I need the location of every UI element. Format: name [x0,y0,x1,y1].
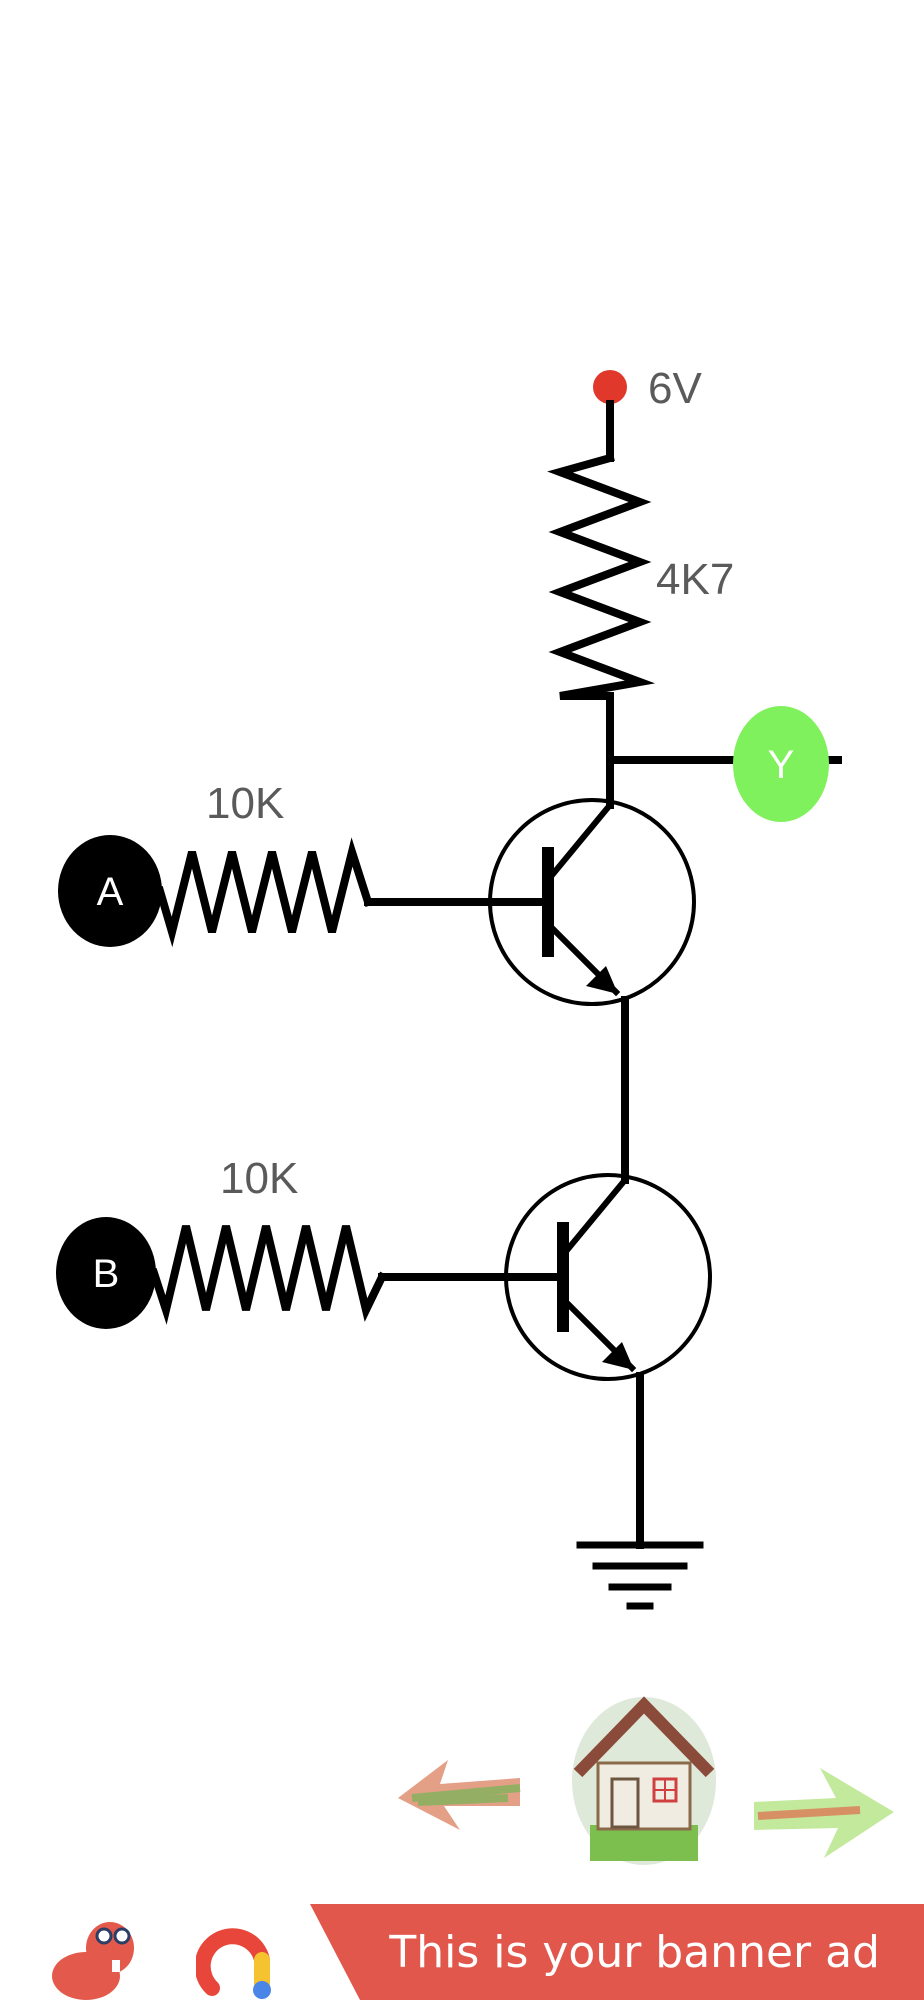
supply-label: 6V [648,364,702,413]
banner-ad-text: This is your banner ad [389,1926,880,1978]
resistor-a [155,837,374,948]
q1-emitter-arrow [586,966,618,994]
mascot-button[interactable] [46,1914,142,2000]
forward-button[interactable] [750,1758,898,1868]
resistor-b [148,1225,388,1325]
and-gate-circuit: 6V 4K7 Y A 10K B 10K [56,364,842,1610]
collector-resistor [547,453,656,700]
ad-network-logo-icon [194,1928,271,1999]
banner-bar [0,1900,924,2000]
q2-emitter-arrow [602,1342,634,1370]
input-b[interactable] [56,1217,156,1329]
collector-resistor-label: 4K7 [656,555,734,604]
output-y-label: Y [768,743,795,787]
banner-ad[interactable]: This is your banner ad [310,1904,924,2000]
right-arrow-icon [754,1768,894,1858]
back-button[interactable] [388,1740,528,1840]
house-icon [572,1696,716,1865]
home-button[interactable] [570,1693,718,1865]
q2-collector-lead [558,1175,630,1260]
supply-terminal [593,370,627,404]
input-a-label: A [97,870,124,914]
input-a[interactable] [58,835,162,947]
left-arrow-icon [398,1760,521,1830]
q1-collector-lead [543,800,615,885]
resistor-b-label: 10K [220,1154,298,1203]
resistor-a-label: 10K [206,779,284,828]
ads-logo-button[interactable] [194,1914,278,2000]
output-y[interactable] [733,706,829,822]
red-mascot-icon [52,1922,134,2000]
ground-symbol [576,1541,704,1610]
input-b-label: B [93,1252,120,1296]
